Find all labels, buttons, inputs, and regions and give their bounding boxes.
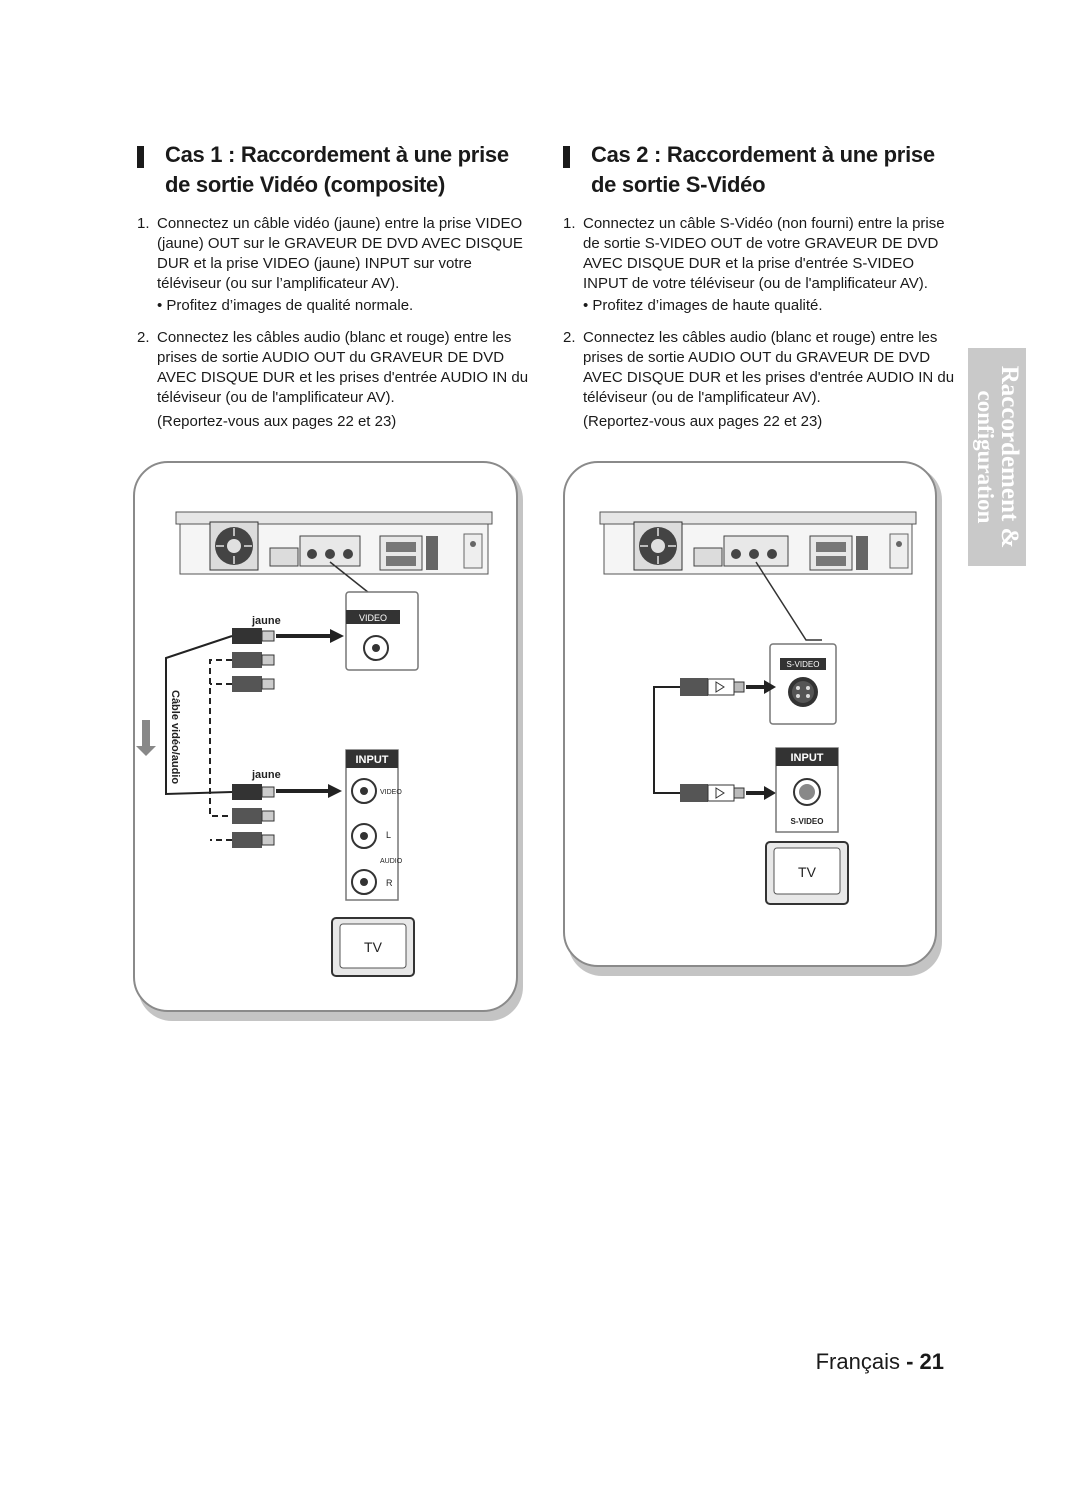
svideo-plug-top xyxy=(680,678,745,696)
section-tab-title: Raccordement & xyxy=(996,365,1023,549)
jaune-label-bottom: jaune xyxy=(251,769,281,781)
case-2-steps: 1. Connectez un câble S-Vidéo (non fourn… xyxy=(563,214,958,432)
dvd-recorder-rear xyxy=(175,511,493,575)
tv-label: TV xyxy=(364,939,383,955)
step-1: 1. Connectez un câble vidéo (jaune) entr… xyxy=(137,215,523,314)
svideo-cable xyxy=(653,686,680,794)
audio-r-label: R xyxy=(386,878,393,888)
figure-composite-connection: VIDEO jaune jaune Câble vidéo/au xyxy=(130,458,525,1023)
tv-input-panel: INPUT VIDEO L AUDIO R xyxy=(345,749,403,901)
tv-icon: TV xyxy=(765,841,849,905)
rca-plugs-top xyxy=(232,628,275,692)
footer-language: Français xyxy=(815,1349,900,1374)
input-svideo-label: S-VIDEO xyxy=(791,817,824,826)
down-arrow-icon xyxy=(136,720,156,756)
section-case-2: Cas 2 : Raccordement à une prise de sort… xyxy=(563,140,958,444)
section-tab-subtitle: configuration xyxy=(973,390,998,524)
svideo-port-label: S-VIDEO xyxy=(787,660,820,669)
dvd-recorder-rear xyxy=(599,511,917,575)
figure-svideo-connection: S-VIDEO INPUT xyxy=(560,458,945,978)
audio-l-label: L xyxy=(386,830,391,840)
page-footer: Français - 21 xyxy=(815,1349,944,1374)
input-badge: INPUT xyxy=(791,752,824,764)
input-video-label: VIDEO xyxy=(380,789,402,796)
rca-plugs-bottom xyxy=(232,784,275,848)
case-2-heading: Cas 2 : Raccordement à une prise de sort… xyxy=(563,140,958,200)
jaune-label-top: jaune xyxy=(251,615,281,627)
step-1: 1. Connectez un câble S-Vidéo (non fourn… xyxy=(563,215,945,314)
panel-frame xyxy=(133,461,518,1012)
tv-input-panel: INPUT S-VIDEO xyxy=(775,747,839,833)
video-port-label: VIDEO xyxy=(359,613,387,623)
video-out-port: VIDEO xyxy=(345,591,419,671)
case-1-steps: 1. Connectez un câble vidéo (jaune) entr… xyxy=(137,214,532,432)
tv-label: TV xyxy=(798,864,817,880)
step-2: 2. Connectez les câbles audio (blanc et … xyxy=(137,329,529,430)
input-badge: INPUT xyxy=(356,754,389,766)
section-tab: Raccordement & configuration xyxy=(968,348,1026,566)
svideo-out-port: S-VIDEO xyxy=(769,643,837,725)
cable-label: Câble vidéo/audio xyxy=(169,690,181,784)
tv-icon: TV xyxy=(331,917,415,977)
page-number: 21 xyxy=(919,1349,944,1374)
heading-bar xyxy=(137,146,144,168)
cable-line xyxy=(755,561,822,641)
section-case-1: Cas 1 : Raccordement à une prise de sort… xyxy=(137,140,532,444)
step-2: 2. Connectez les câbles audio (blanc et … xyxy=(563,329,955,430)
heading-bar xyxy=(563,146,570,168)
case-1-heading: Cas 1 : Raccordement à une prise de sort… xyxy=(137,140,532,200)
panel-frame xyxy=(563,461,937,967)
svideo-plug-bottom xyxy=(680,784,745,802)
cable-bundle xyxy=(165,635,233,796)
audio-label: AUDIO xyxy=(380,858,403,865)
